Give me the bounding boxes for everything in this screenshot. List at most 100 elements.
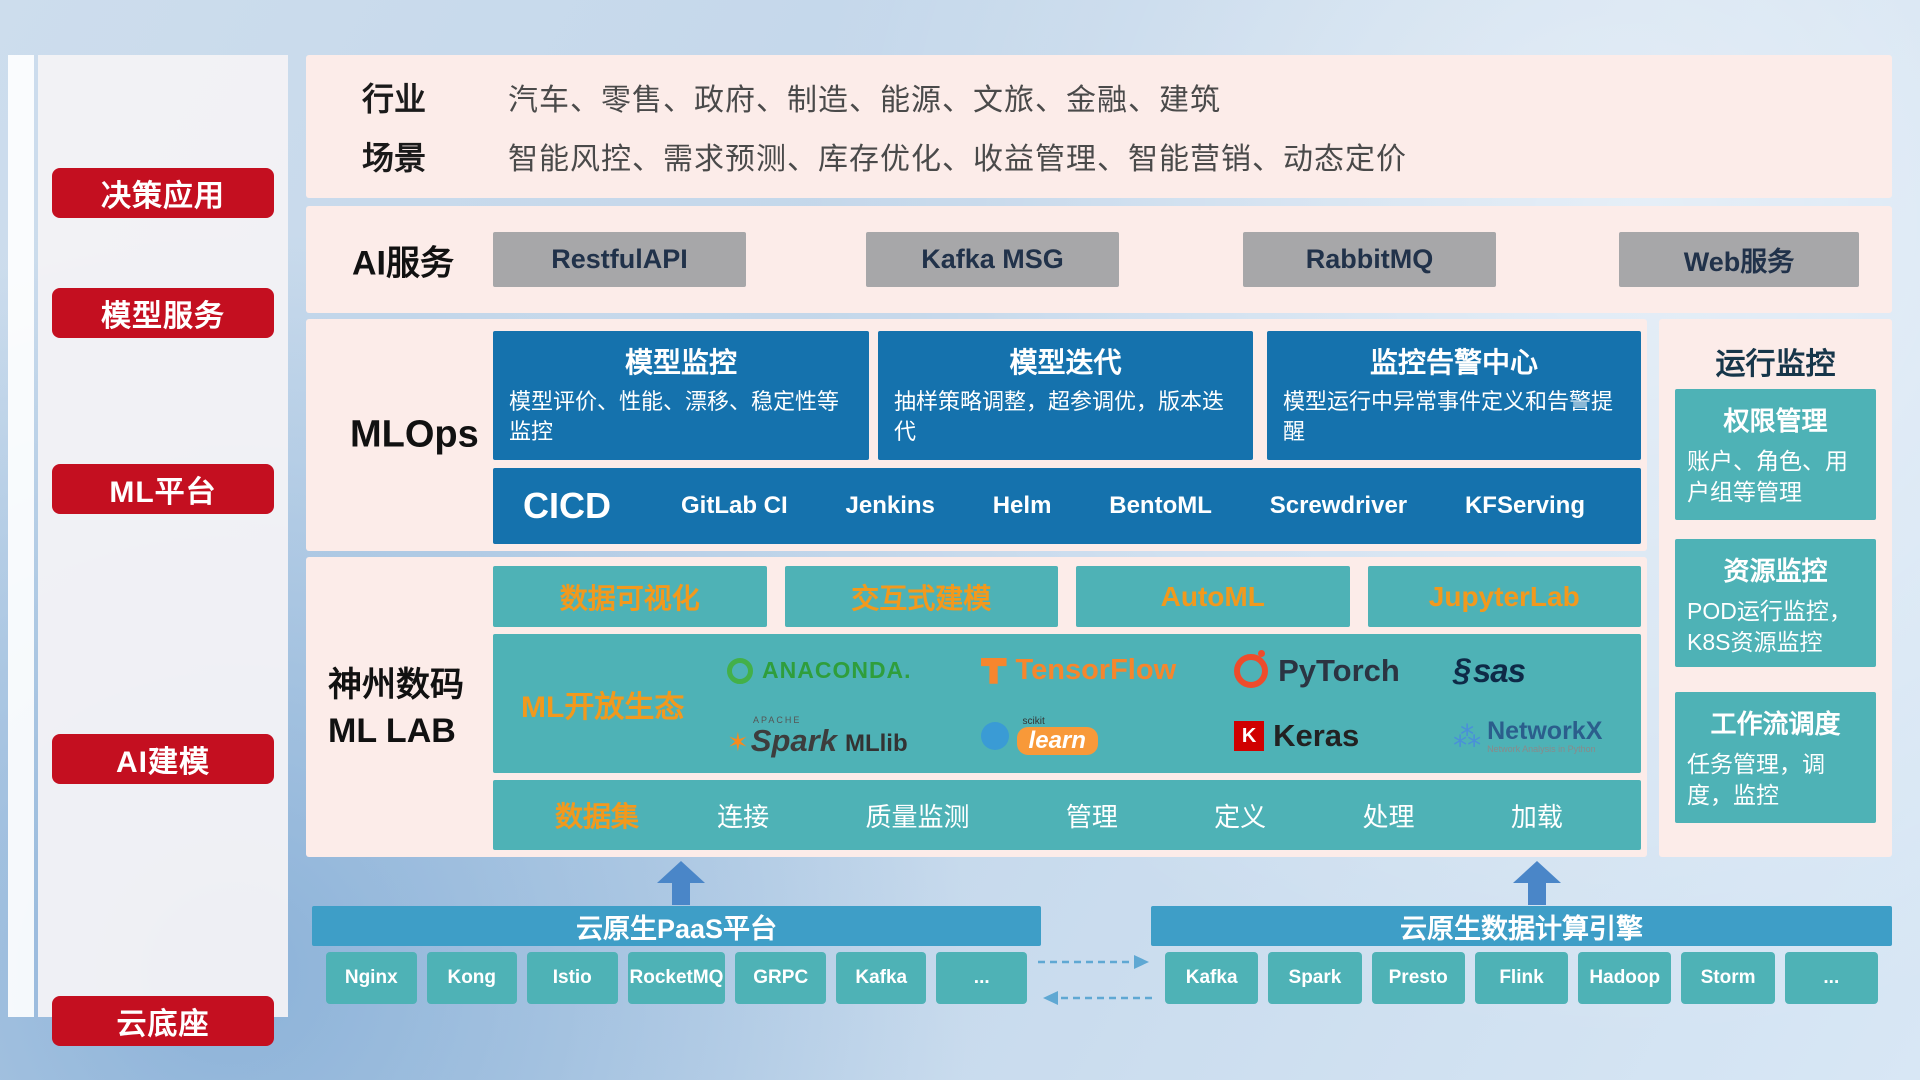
- sas-icon: [1453, 652, 1473, 689]
- industry-row: 行业 汽车、零售、政府、制造、能源、文旅、金融、建筑: [306, 74, 1892, 120]
- chip-kafka[interactable]: Kafka: [835, 952, 927, 1004]
- cicd-item-kfserving[interactable]: KFServing: [1464, 492, 1585, 519]
- sidebar-item-decision-apps[interactable]: 决策应用: [52, 168, 274, 218]
- logo-label: sas: [1472, 651, 1526, 689]
- mllab-tabs: 数据可视化 交互式建模 AutoML JupyterLab: [493, 566, 1641, 627]
- cicd-item-jenkins[interactable]: Jenkins: [845, 492, 935, 519]
- card-title: 监控告警中心: [1369, 347, 1538, 378]
- rabbitmq-button[interactable]: RabbitMQ: [1243, 232, 1496, 287]
- networkx-wrap: NetworkX Network Analysis in Python: [1487, 717, 1602, 755]
- cicd-item-screwdriver[interactable]: Screwdriver: [1269, 492, 1408, 519]
- runtime-monitoring-title: 运行监控: [1715, 348, 1836, 381]
- sidebar-item-ml-platform[interactable]: ML平台: [52, 464, 274, 514]
- industry-values: 汽车、零售、政府、制造、能源、文旅、金融、建筑: [508, 84, 1221, 117]
- dataset-items: 连接 质量监测 管理 定义 处理 加载: [639, 797, 1641, 834]
- dataset-item-define[interactable]: 定义: [1214, 801, 1267, 832]
- card-title: 资源监控: [1723, 556, 1828, 586]
- tab-interactive-modeling[interactable]: 交互式建模: [784, 566, 1058, 627]
- anaconda-icon: [727, 657, 753, 684]
- scene-values: 智能风控、需求预测、库存优化、收益管理、智能营销、动态定价: [508, 143, 1407, 176]
- scikit-learn-logo: scikit learn: [967, 716, 1221, 756]
- card-desc: 模型评价、性能、漂移、稳定性等监控: [509, 389, 840, 444]
- industry-label: 行业: [362, 81, 427, 117]
- mllab-label-line1: 神州数码: [328, 666, 464, 704]
- networkx-subtitle: Network Analysis in Python: [1487, 744, 1596, 755]
- cicd-item-gitlab-ci[interactable]: GitLab CI: [681, 492, 788, 519]
- cicd-item-helm[interactable]: Helm: [992, 492, 1052, 519]
- dataset-item-process[interactable]: 处理: [1362, 801, 1415, 832]
- ai-service-label: AI服务: [352, 244, 454, 282]
- networkx-icon: [1453, 720, 1487, 753]
- dashed-flow-arrows: [1038, 955, 1152, 1005]
- card-desc: 任务管理，调度，监控: [1687, 751, 1825, 809]
- sidebar: 决策应用 模型服务 ML平台 AI建模 云底座: [38, 55, 288, 1046]
- networkx-logo: NetworkX Network Analysis in Python: [1439, 717, 1635, 755]
- chip-storm[interactable]: Storm: [1681, 952, 1775, 1004]
- keras-icon: [1234, 721, 1265, 752]
- paas-bar: 云原生PaaS平台: [312, 906, 1041, 946]
- chip-kafka-engine[interactable]: Kafka: [1165, 952, 1259, 1004]
- spark-row: Spark MLlib: [727, 725, 908, 756]
- sidebar-item-cloud-base[interactable]: 云底座: [52, 996, 274, 1046]
- chip-nginx[interactable]: Nginx: [326, 952, 417, 1004]
- apache-super-label: APACHE: [753, 715, 802, 726]
- alert-center-card: 监控告警中心 模型运行中异常事件定义和告警提醒: [1267, 331, 1641, 460]
- anaconda-logo: ANACONDA.: [713, 657, 967, 684]
- chip-rocketmq[interactable]: RocketMQ: [627, 952, 726, 1004]
- logo-label: Spark: [750, 723, 837, 759]
- scikit-super-label: scikit: [1022, 716, 1045, 728]
- sidebar-item-ai-modeling[interactable]: AI建模: [52, 734, 274, 784]
- chip-hadoop[interactable]: Hadoop: [1578, 952, 1672, 1004]
- tab-data-visualization[interactable]: 数据可视化: [493, 566, 767, 627]
- logo-label: TensorFlow: [1015, 654, 1177, 687]
- sas-logo: sas: [1439, 652, 1635, 690]
- dataset-item-connect[interactable]: 连接: [717, 801, 770, 832]
- chip-grpc[interactable]: GRPC: [735, 952, 826, 1004]
- chip-more-paas[interactable]: ...: [936, 952, 1027, 1004]
- web-service-button[interactable]: Web服务: [1619, 232, 1859, 287]
- cicd-items: GitLab CI Jenkins Helm BentoML Screwdriv…: [681, 492, 1641, 520]
- model-iteration-card: 模型迭代 抽样策略调整，超参调优，版本迭代: [878, 331, 1253, 460]
- sidebar-item-model-service[interactable]: 模型服务: [52, 288, 274, 338]
- mllab-label-line2: ML LAB: [328, 711, 456, 750]
- chip-istio[interactable]: Istio: [527, 952, 618, 1004]
- dataset-bar: 数据集 连接 质量监测 管理 定义 处理 加载: [493, 780, 1641, 850]
- mlops-label: MLOps: [350, 413, 479, 456]
- tab-automl[interactable]: AutoML: [1076, 566, 1350, 627]
- ai-service-panel: AI服务 RestfulAPI Kafka MSG RabbitMQ Web服务: [306, 206, 1892, 313]
- spark-wrap: APACHE Spark MLlib: [727, 715, 908, 757]
- logo-label: PyTorch: [1278, 652, 1400, 688]
- restfulapi-button[interactable]: RestfulAPI: [493, 232, 746, 287]
- engine-chips: Kafka Spark Presto Flink Hadoop Storm ..…: [1151, 952, 1892, 1004]
- mllab-label: 神州数码 ML LAB: [328, 663, 464, 755]
- tensorflow-logo: TensorFlow: [967, 654, 1221, 687]
- chip-spark[interactable]: Spark: [1268, 952, 1362, 1004]
- dataset-item-manage[interactable]: 管理: [1065, 801, 1118, 832]
- chip-flink[interactable]: Flink: [1474, 952, 1569, 1004]
- dataset-item-quality[interactable]: 质量监测: [865, 801, 970, 832]
- model-monitoring-card: 模型监控 模型评价、性能、漂移、稳定性等监控: [493, 331, 869, 460]
- scikit-wrap: scikit learn: [1016, 716, 1098, 756]
- ml-ecosystem-label: ML开放生态: [521, 690, 685, 724]
- kafka-msg-button[interactable]: Kafka MSG: [866, 232, 1119, 287]
- logo-label: ANACONDA.: [762, 657, 912, 684]
- dataset-label: 数据集: [555, 801, 640, 832]
- mlops-panel: MLOps 模型监控 模型评价、性能、漂移、稳定性等监控 模型迭代 抽样策略调整…: [306, 319, 1647, 551]
- chip-more-engine[interactable]: ...: [1784, 952, 1878, 1004]
- card-desc: 模型运行中异常事件定义和告警提醒: [1283, 389, 1614, 444]
- cicd-item-bentoml[interactable]: BentoML: [1109, 492, 1212, 519]
- permission-management-card: 权限管理 账户、角色、用户组等管理: [1675, 389, 1876, 520]
- chip-presto[interactable]: Presto: [1371, 952, 1465, 1004]
- ml-ecosystem-box: ML开放生态 ANACONDA. TensorFlow PyTorch sas: [493, 634, 1641, 773]
- engine-bar: 云原生数据计算引擎: [1151, 906, 1892, 946]
- tensorflow-icon: [980, 657, 1007, 684]
- spark-mllib-logo: APACHE Spark MLlib: [713, 715, 967, 757]
- left-edge-strip: [8, 55, 34, 1017]
- scene-row: 场景 智能风控、需求预测、库存优化、收益管理、智能营销、动态定价: [306, 133, 1892, 179]
- tab-jupyterlab[interactable]: JupyterLab: [1367, 566, 1641, 627]
- card-desc: 抽样策略调整，超参调优，版本迭代: [894, 389, 1225, 444]
- card-title: 权限管理: [1723, 406, 1828, 436]
- dataset-item-load[interactable]: 加载: [1510, 801, 1563, 832]
- chip-kong[interactable]: Kong: [426, 952, 517, 1004]
